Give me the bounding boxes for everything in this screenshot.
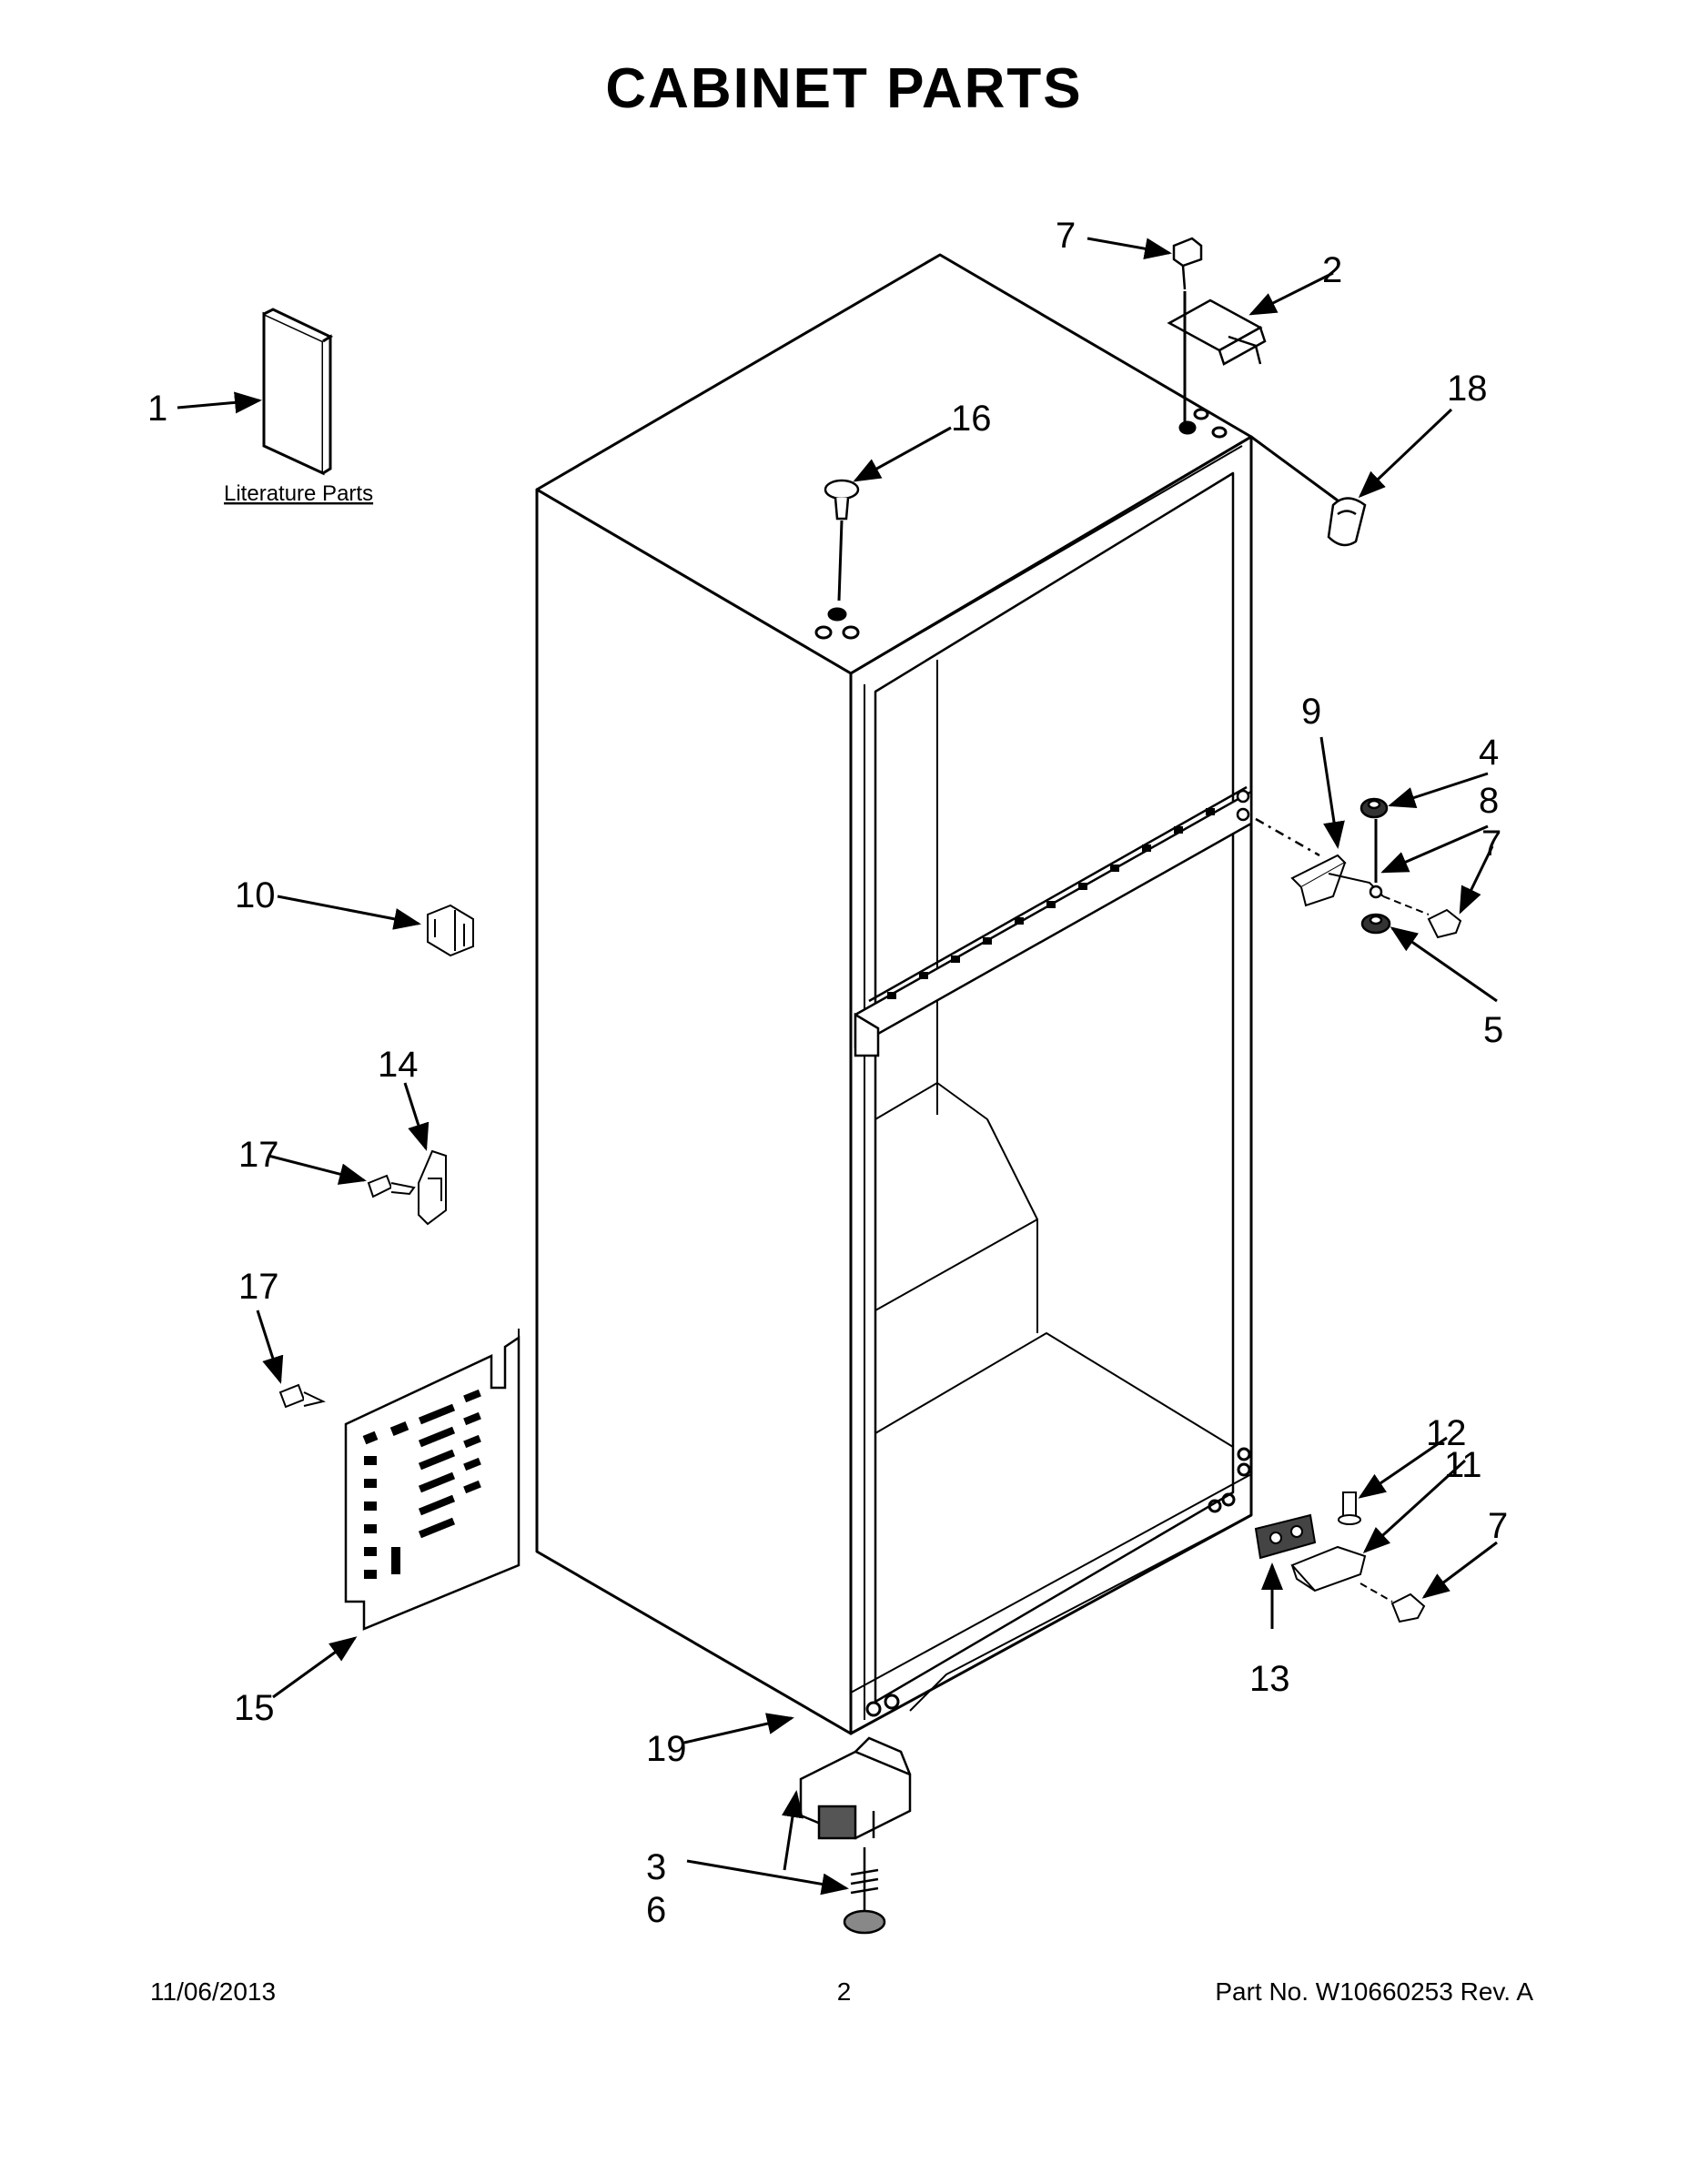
bottom-hinge-shim-13 [1254, 1513, 1317, 1560]
arrow-14 [403, 1082, 430, 1151]
callout-17a: 17 [238, 1135, 279, 1175]
arrow-2 [1248, 271, 1334, 316]
top-hinge-part [1167, 298, 1267, 366]
literature-book-part [262, 308, 334, 476]
arrow-18 [1358, 408, 1453, 499]
callout-12: 12 [1426, 1413, 1467, 1453]
page-title: CABINET PARTS [605, 57, 1083, 120]
callout-16: 16 [951, 399, 992, 439]
callout-6: 6 [646, 1890, 666, 1930]
leveler-foot-part-6 [843, 1847, 886, 1935]
arrow-11 [1362, 1459, 1467, 1554]
callout-5: 5 [1483, 1010, 1503, 1050]
callout-2: 2 [1322, 250, 1342, 290]
leader-arrows [177, 237, 1498, 1896]
footer-part-number: Part No. W10660253 Rev. A [1215, 1977, 1533, 2006]
bottom-hinge-11 [1290, 1545, 1367, 1592]
bottom-hinge-screw-7 [1390, 1592, 1426, 1623]
arrow-6 [686, 1859, 849, 1896]
callout-8: 8 [1479, 781, 1499, 821]
callout-1: 1 [147, 389, 167, 429]
callout-labels: 1 2 3 4 5 6 7 7 7 8 9 10 11 12 13 14 15 … [147, 216, 1508, 1930]
callout-15: 15 [234, 1688, 275, 1728]
callout-7c: 7 [1488, 1506, 1508, 1546]
footer-date: 11/06/2013 [150, 1977, 277, 2006]
callout-14: 14 [378, 1045, 419, 1085]
literature-parts-label: Literature Parts [224, 481, 373, 506]
callout-7a: 7 [1056, 216, 1076, 256]
roller-assembly-part-3 [799, 1736, 912, 1840]
hinge-dashed-line [1255, 817, 1320, 857]
bushings-and-pin [1359, 797, 1391, 935]
part-14-bracket [418, 1149, 447, 1226]
arrow-10 [277, 895, 421, 930]
arrow-7a [1087, 237, 1172, 260]
arrow-19 [683, 1713, 794, 1744]
callout-18: 18 [1447, 369, 1488, 409]
part-17-screw-lower [278, 1383, 326, 1409]
arrow-4 [1388, 772, 1489, 809]
arrow-9 [1319, 736, 1345, 849]
callout-17b: 17 [238, 1267, 279, 1307]
arrow-7b [1459, 845, 1494, 915]
arrow-3 [782, 1790, 804, 1871]
part-17-screw-upper [367, 1174, 416, 1198]
part-10-clip [427, 904, 474, 957]
arrow-5 [1390, 926, 1498, 1003]
bottom-hinge-pin-12 [1338, 1491, 1361, 1525]
cover-leader-line [1250, 435, 1339, 502]
callout-4: 4 [1479, 733, 1499, 773]
arrow-8 [1380, 824, 1489, 874]
arrow-1 [177, 391, 262, 414]
arrow-12 [1358, 1436, 1448, 1499]
machine-compartment-cover [344, 1335, 521, 1631]
arrow-16 [853, 426, 952, 482]
callout-10: 10 [235, 875, 276, 915]
center-mullion-rail [854, 785, 1253, 1057]
footer-page-number: 2 [836, 1977, 852, 2006]
callout-13: 13 [1249, 1659, 1290, 1699]
center-hinge-part [1290, 854, 1384, 907]
arrow-17a [268, 1154, 367, 1185]
top-plug-part [824, 479, 860, 521]
callout-11: 11 [1444, 1445, 1482, 1485]
callout-9: 9 [1301, 692, 1321, 732]
hinge-cover-part [1327, 497, 1367, 547]
arrow-17b [256, 1309, 284, 1384]
arrow-7c [1421, 1541, 1498, 1599]
callout-7b: 7 [1481, 824, 1501, 864]
hinge-screw-part-top [1172, 237, 1203, 290]
center-hinge-screw [1427, 908, 1462, 939]
plug-leader-line [837, 520, 844, 602]
callout-3: 3 [646, 1847, 666, 1887]
cabinet-body [535, 253, 1253, 1735]
arrow-15 [272, 1636, 358, 1699]
callout-19: 19 [646, 1729, 687, 1769]
